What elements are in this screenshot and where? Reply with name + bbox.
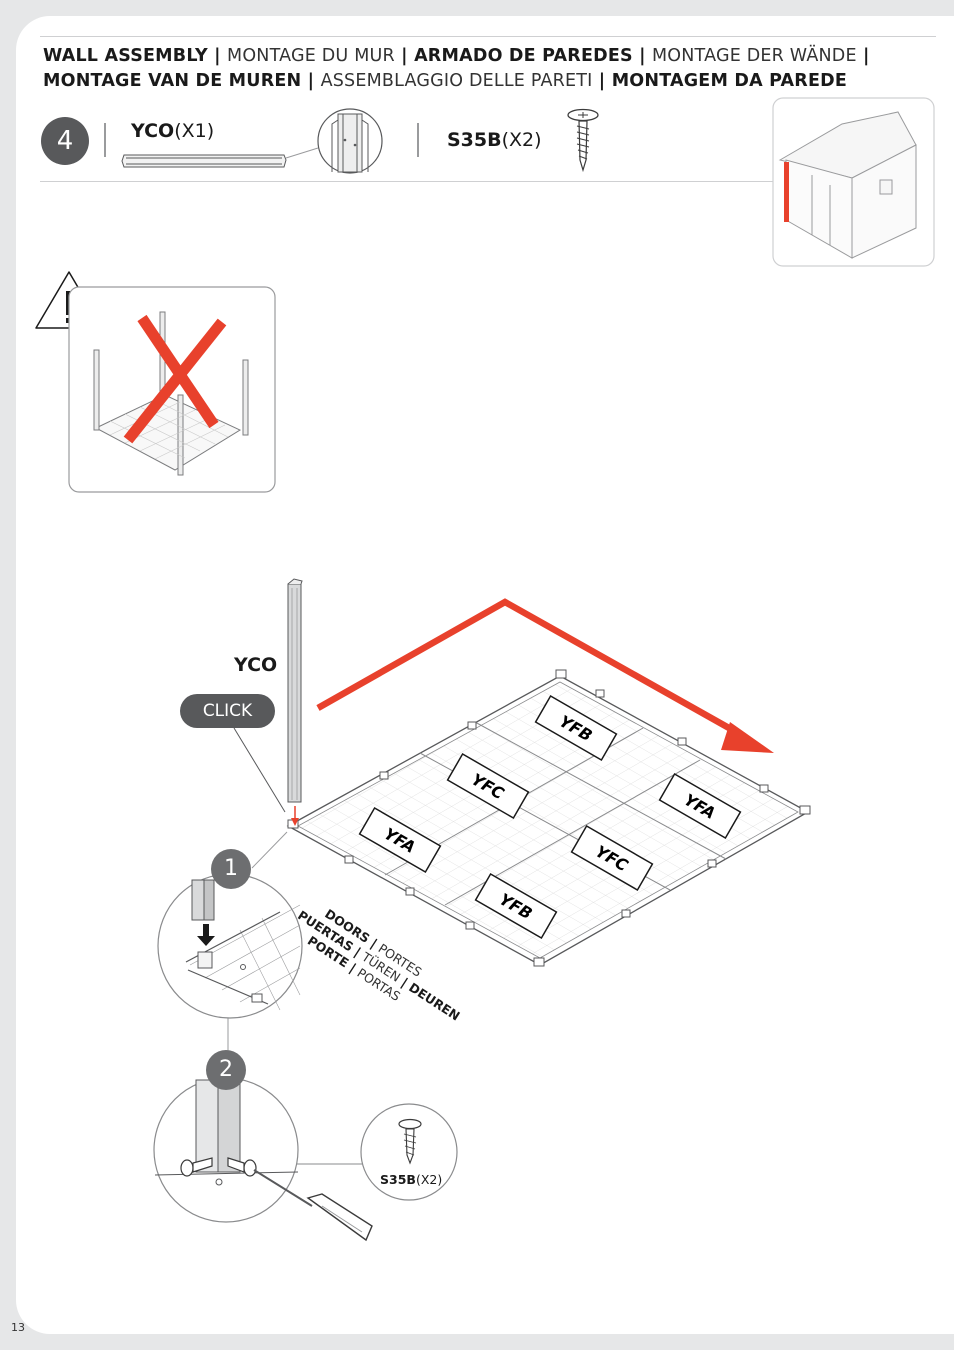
yco-post: [287, 578, 303, 803]
part-code: S35B: [447, 129, 502, 151]
header-rule-top: [40, 36, 936, 37]
detail-step-1-badge: 1: [211, 849, 251, 889]
text-run: MONTAGEM DA PAREDE: [611, 71, 848, 91]
header-rule-bottom: [40, 181, 774, 182]
screw-code: S35B: [380, 1172, 416, 1187]
text-run: MONTAGE DU MUR: [227, 46, 395, 66]
part-s35b-label: S35B(X2): [447, 129, 542, 151]
page-number: 13: [11, 1321, 25, 1334]
text-run: |: [632, 46, 652, 66]
detail-step-2-badge: 2: [206, 1050, 246, 1090]
screw-detail-caption: S35B(X2): [380, 1172, 442, 1187]
text-run: MONTAGE DER WÄNDE: [651, 46, 857, 66]
text-run: |: [301, 71, 321, 91]
title-line-1: WALL ASSEMBLY | MONTAGE DU MUR | ARMADO …: [43, 44, 923, 69]
text-run: ASSEMBLAGGIO DELLE PARETI: [320, 71, 593, 91]
step-number-badge: 4: [41, 117, 89, 165]
yco-part-label: YCO: [234, 654, 278, 676]
text-run: |: [394, 46, 415, 66]
page-title: WALL ASSEMBLY | MONTAGE DU MUR | ARMADO …: [43, 44, 923, 94]
panel-label-yfa-right: YFA: [658, 772, 742, 840]
divider: [417, 123, 419, 157]
text-run: |: [592, 71, 612, 91]
divider: [104, 123, 106, 157]
text-run: ARMADO DE PAREDES: [414, 46, 633, 66]
part-qty: (X2): [501, 129, 542, 151]
screw-qty: (X2): [415, 1172, 443, 1187]
direction-arrow: [316, 598, 747, 740]
text-run: MONTAGE VAN DE MUREN: [43, 71, 302, 91]
part-yco-label: YCO(X1): [131, 120, 214, 142]
click-label: CLICK: [180, 694, 275, 728]
detail-1-view: [157, 873, 303, 1019]
title-line-2: MONTAGE VAN DE MUREN | ASSEMBLAGGIO DELL…: [43, 69, 923, 94]
text-run: |: [207, 46, 228, 66]
text-run: WALL ASSEMBLY: [43, 46, 208, 66]
part-qty: (X1): [174, 120, 215, 142]
text-run: |: [856, 46, 870, 66]
part-code: YCO: [131, 120, 175, 142]
